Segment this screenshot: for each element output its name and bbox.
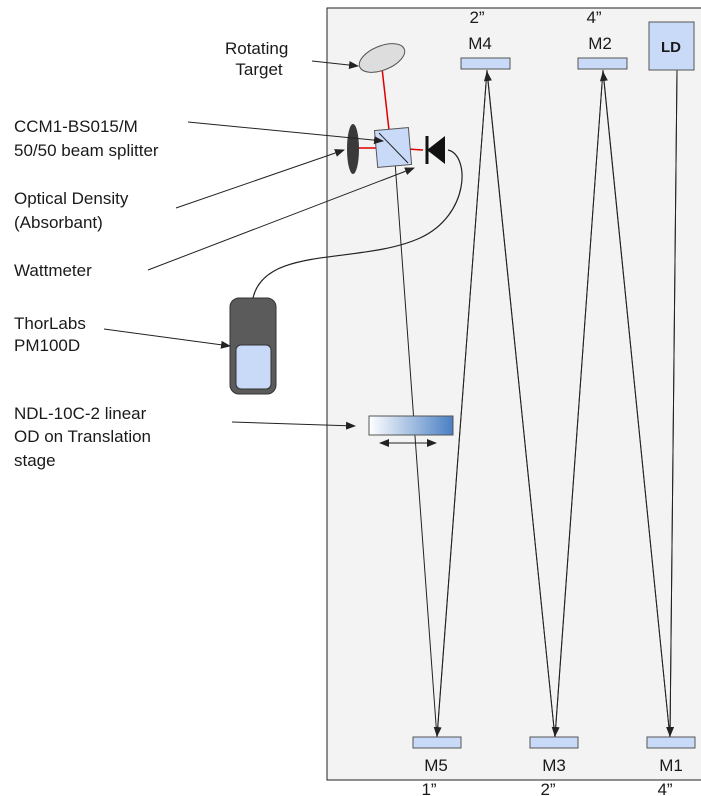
- mirror-m1: [646, 736, 696, 749]
- mirror-m5: [412, 736, 462, 749]
- wattmeter-cable: [252, 149, 463, 299]
- mirror-m1-size: 4”: [657, 780, 672, 796]
- beam-arrow: [433, 69, 488, 737]
- mirror-m2: [577, 57, 628, 70]
- beam-splitter-pointer: [187, 121, 384, 145]
- mirror-m1-name: M1: [659, 756, 683, 775]
- mirror-m3-name: M3: [542, 756, 566, 775]
- rotating-target: [358, 43, 406, 73]
- mirror-m2-name: M2: [588, 34, 612, 53]
- power-meter-screen: [235, 344, 272, 390]
- beam-arrow: [483, 71, 556, 739]
- optical-density-pointer: [175, 149, 345, 209]
- mirror-m5-name: M5: [424, 756, 448, 775]
- mirror-m4-size: 2”: [469, 8, 484, 27]
- mirror-m4-name: M4: [468, 34, 492, 53]
- optical-density-label: Optical Density (Absorbant): [14, 189, 133, 232]
- laser-diode-label: LD: [661, 39, 681, 56]
- linear-od-label: NDL-10C-2 linear OD on Translation stage: [14, 404, 156, 470]
- mirror-m3: [529, 736, 579, 749]
- mirror-m3-size: 2”: [540, 780, 555, 796]
- wattmeter-pointer: [147, 167, 415, 271]
- optical-bench: [326, 7, 701, 781]
- beam-arrow: [666, 69, 678, 737]
- beam-splitter-label: CCM1-BS015/M 50/50 beam splitter: [14, 117, 159, 160]
- mirror-m5-size: 1”: [421, 780, 436, 796]
- power-meter-pointer: [103, 328, 231, 349]
- mirror-m2-size: 4”: [586, 8, 601, 27]
- beam-arrow: [599, 71, 671, 739]
- od-filter-icon: [347, 124, 359, 174]
- power-meter-label: ThorLabs PM100D: [14, 314, 91, 355]
- beam-arrow: [551, 69, 604, 737]
- laser-diode: [648, 21, 695, 71]
- photodiode-icon: [425, 136, 445, 164]
- rotating-target-label: Rotating Target: [225, 39, 293, 79]
- wattmeter-label: Wattmeter: [14, 261, 92, 280]
- linear-od-filter: [368, 415, 454, 436]
- linear-od-pointer: [231, 421, 356, 430]
- mirror-m4: [460, 57, 511, 70]
- rotating-target-pointer: [311, 60, 359, 70]
